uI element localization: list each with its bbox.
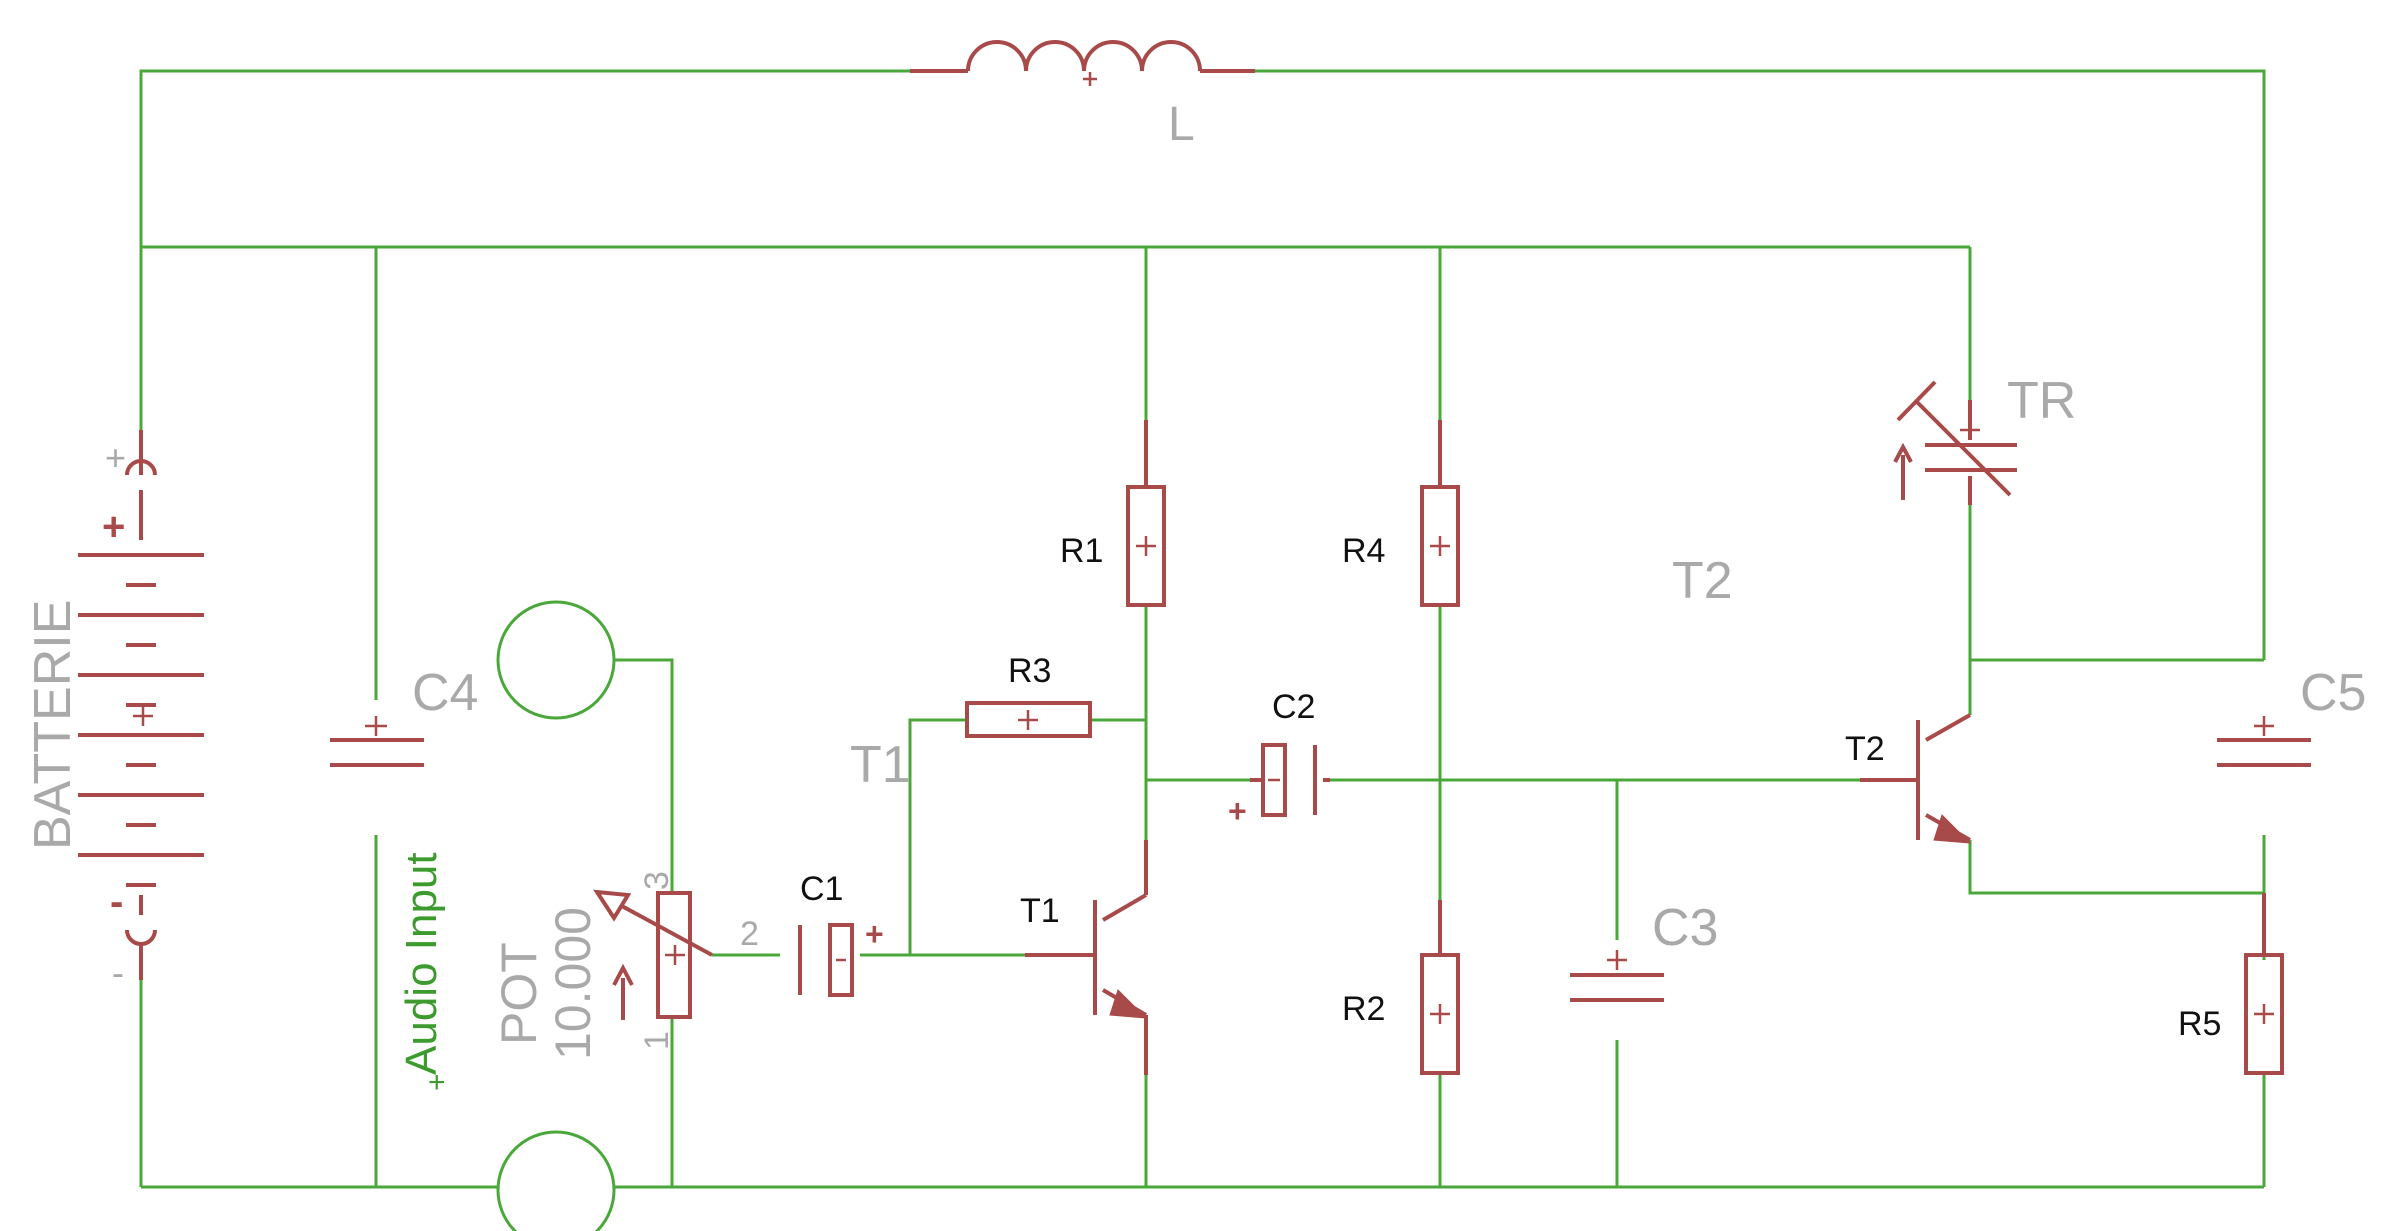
wire-top-right	[1255, 69, 2266, 660]
t2-grey-label: T2	[1672, 552, 1733, 610]
pot-pin-2: 2	[740, 915, 759, 953]
resistor-r5	[2244, 893, 2284, 1075]
r1-label: R1	[1060, 532, 1103, 570]
transistor-t1	[1025, 840, 1148, 1075]
resistor-r3	[965, 701, 1092, 738]
capacitor-c4	[330, 716, 424, 767]
resistor-r4	[1420, 420, 1460, 607]
c2-label: C2	[1272, 688, 1315, 726]
trimmer-capacitor-tr	[1893, 380, 2017, 505]
wire-top-left	[139, 69, 910, 430]
capacitor-c2	[1250, 743, 1330, 817]
inductor-label: L	[1168, 98, 1195, 151]
audio-input-pad-bottom	[496, 1130, 616, 1231]
t1-label: T1	[1020, 892, 1060, 930]
battery-label: BATTERIE	[24, 600, 82, 850]
r5-label: R5	[2178, 1005, 2221, 1043]
c3-label: C3	[1652, 899, 1718, 957]
inductor-l	[910, 40, 1255, 86]
audio-input-mark: +	[428, 1066, 446, 1099]
wire-pot-top	[612, 658, 674, 893]
capacitor-c1	[798, 923, 854, 997]
c5-label: C5	[2300, 664, 2366, 722]
battery-symbol	[78, 430, 204, 980]
c4-label: C4	[412, 664, 478, 722]
c1-label: C1	[800, 870, 843, 908]
r4-label: R4	[1342, 532, 1385, 570]
r3-label: R3	[1008, 652, 1051, 690]
t2-label: T2	[1845, 730, 1885, 768]
c1-plus: +	[865, 916, 884, 952]
r2-label: R2	[1342, 990, 1385, 1028]
resistor-r2	[1420, 900, 1460, 1075]
c2-plus: +	[1228, 793, 1247, 829]
resistor-r1	[1126, 420, 1166, 607]
pot-pin-3: 3	[638, 871, 676, 890]
pot-name: POT	[491, 942, 547, 1045]
audio-input-label: Audio Input	[397, 852, 446, 1075]
wire-r3-feedback	[908, 718, 967, 955]
wire-t2-collector	[1968, 658, 2264, 715]
wires	[139, 69, 2266, 1189]
battery-plus-pin: +	[105, 437, 126, 478]
tr-label: TR	[2007, 372, 2076, 430]
wire-t2-emitter	[1968, 840, 2264, 895]
capacitor-c5	[2217, 716, 2311, 767]
battery-minus-mark: -	[110, 880, 123, 924]
transistor-t2	[1860, 713, 1972, 844]
potentiometer	[593, 889, 713, 1020]
audio-input-pad-top	[496, 600, 616, 720]
battery-plus-mark: +	[102, 505, 125, 549]
capacitor-c3	[1570, 950, 1664, 1002]
t1-grey-label: T1	[850, 736, 911, 794]
pot-pin-1: 1	[638, 1031, 676, 1050]
battery-minus-pin: -	[112, 952, 124, 993]
pot-value: 10.000	[545, 907, 601, 1060]
